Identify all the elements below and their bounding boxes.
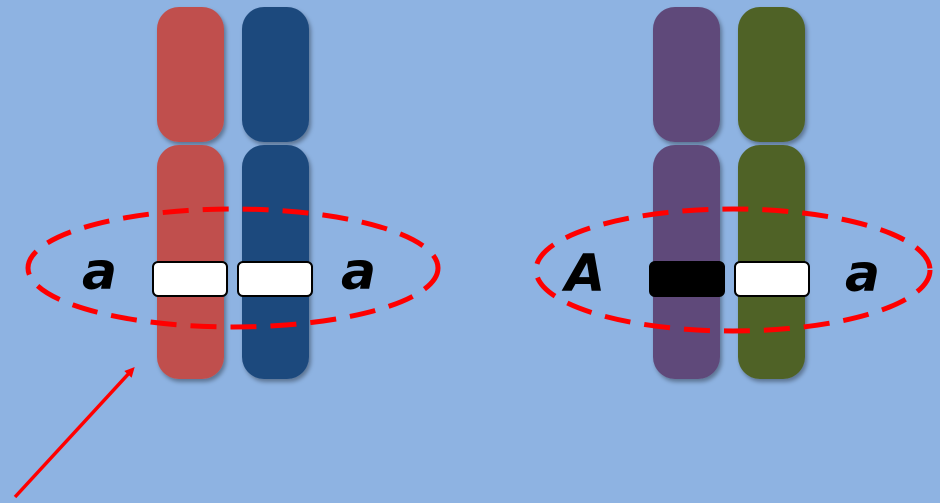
allele-label-right: a [341,242,376,302]
pointer-arrow [13,367,135,499]
chromosome-2-left [653,7,720,379]
allele-label-right: a [845,244,880,304]
chromosome-upper-arm [653,7,720,142]
allele-label-left: a [82,242,117,302]
chromosome-pair-2: A a [533,7,933,379]
allele-band-recessive [237,261,313,297]
allele-band-dominant [649,261,725,297]
chromosome-upper-arm [738,7,805,142]
highlight-ellipse [25,206,441,330]
chromosome-1-right [242,7,309,379]
chromosome-pair-1: a a [25,7,441,379]
allele-label-left: A [561,244,605,304]
allele-band-recessive [152,261,228,297]
chromosome-upper-arm [157,7,224,142]
allele-band-recessive [734,261,810,297]
chromosome-upper-arm [242,7,309,142]
chromosome-2-right [738,7,805,379]
highlight-ellipse [533,206,933,334]
